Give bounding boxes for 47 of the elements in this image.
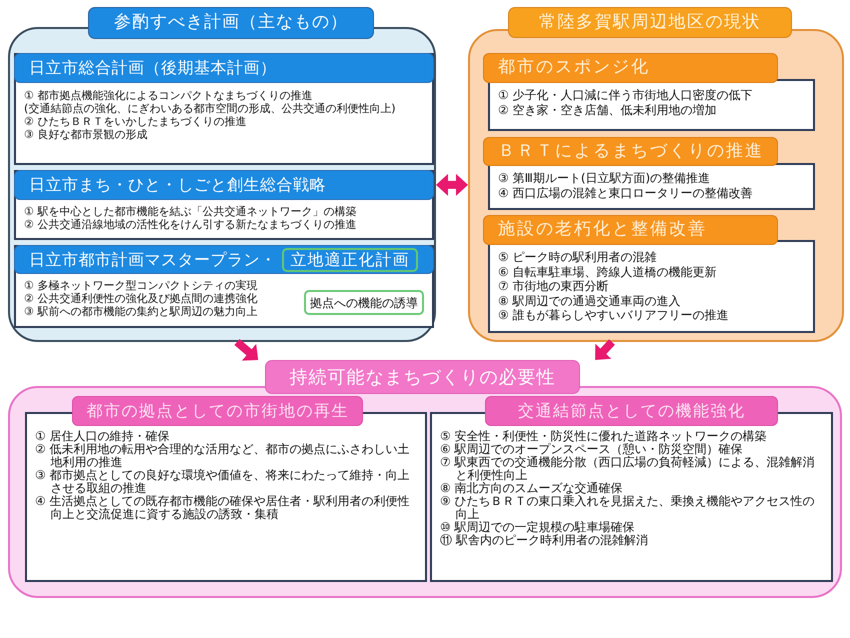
list-item: ③ 良好な都市景観の形成 — [24, 128, 148, 141]
list-box — [14, 53, 434, 165]
list-item: ⑪ 駅舎内のピーク時利用者の混雑解消 — [440, 534, 648, 547]
section-heading-tab: 交通結節点としての機能強化 — [485, 396, 778, 426]
double-arrow — [436, 174, 468, 196]
list-box — [14, 245, 434, 328]
arrow — [234, 338, 261, 364]
section-heading-tab: 日立市総合計画（後期基本計画） — [14, 53, 434, 83]
list-item: ⑩ 駅周辺での一定規模の駐車場確保 — [440, 521, 635, 534]
list-item: ① 都市拠点機能強化によるコンパクトなまちづくりの推進 — [24, 89, 312, 102]
list-item: ⑥ 駅周辺でのオープンスペース（憩い・防災空間）確保 — [440, 443, 743, 456]
list-item: ⑦ 駅東西での交通機能分散（西口広場の負荷軽減）による、混雑解消と利便性向上 — [440, 456, 816, 482]
list-item: ④ 西口広場の混雑と東口ロータリーの整備改善 — [498, 186, 753, 200]
list-item: ④ 生活拠点としての既存都市機能の確保や居住者・駅利用者の利便性向上と交流促進に資する施設の誘致・集積 — [35, 495, 411, 521]
list-item: ⑤ 安全性・利便性・防災性に優れた道路ネットワークの構築 — [440, 430, 767, 443]
list-item: ① 多極ネットワーク型コンパクトシティの実現 — [24, 279, 258, 292]
section-heading-tab: 日立市まち・ひと・しごと創生総合戦略 — [14, 170, 434, 200]
list-item: ⑨ 誰もが暮らしやすいバリアフリーの推進 — [498, 308, 729, 322]
list-item: ① 居住人口の維持・確保 — [35, 430, 170, 443]
list-item: ② 低未利用地の転用や合理的な活用など、都市の拠点にふさわしい土地利用の推進 — [35, 443, 411, 469]
section-heading-tab: 都市の拠点としての市街地の再生 — [72, 396, 363, 426]
list-item: ② 公共交通沿線地域の活性化をけん引する新たなまちづくりの推進 — [24, 218, 356, 231]
section-heading-tab: 施設の老朽化と整備改善 — [483, 215, 778, 245]
list-item: ② ひたちＢＲＴをいかしたまちづくりの推進 — [24, 115, 246, 128]
list-item: (交通結節点の強化、にぎわいある都市空間の形成、公共交通の利便性向上) — [24, 102, 396, 115]
section-heading-tab: 都市のスポンジ化 — [483, 53, 778, 83]
list-item: ⑥ 自転車駐車場、跨線人道橋の機能更新 — [498, 264, 717, 279]
panel-title-tab: 常陸多賀駅周辺地区の現状 — [508, 7, 792, 38]
list-item: ⑨ ひたちＢＲＴの東口乗入れを見据えた、乗換え機能やアクセス性の向上 — [440, 495, 816, 521]
list-box — [14, 170, 434, 240]
list-item: ③ 第Ⅲ期ルート(日立駅方面)の整備推進 — [498, 171, 710, 186]
panel-title-tab: 参酌すべき計画（主なもの） — [88, 7, 374, 39]
arrow — [592, 339, 615, 363]
list-item: ① 駅を中心とした都市機能を結ぶ「公共交通ネットワーク」の構築 — [24, 205, 356, 218]
outlined-label: 拠点への機能の誘導 — [304, 290, 424, 315]
list-item: ⑦ 市街地の東西分断 — [498, 279, 609, 294]
outlined-label: 立地適正化計画 — [282, 248, 418, 272]
list-item: ③ 駅前への都市機能の集約と駅周辺の魅力向上 — [24, 305, 258, 318]
list-item: ② 空き家・空き店舗、低未利用地の増加 — [498, 102, 717, 117]
panel-title-tab: 持続可能なまちづくりの必要性 — [265, 360, 580, 394]
list-item: ⑧ 駅周辺での通過交通車両の進入 — [498, 294, 681, 308]
list-item: ⑧ 南北方向のスムーズな交通確保 — [440, 482, 623, 495]
list-item: ② 公共交通利便性の強化及び拠点間の連携強化 — [24, 292, 258, 305]
section-heading-tab: ＢＲＴによるまちづくりの推進 — [483, 137, 778, 166]
list-item: ⑤ ピーク時の駅利用者の混雑 — [498, 250, 657, 264]
list-item: ① 少子化・人口減に伴う市街地人口密度の低下 — [498, 88, 753, 102]
list-item: ③ 都市拠点としての良好な環境や価値を、将来にわたって維持・向上させる取組の推進 — [35, 469, 411, 495]
